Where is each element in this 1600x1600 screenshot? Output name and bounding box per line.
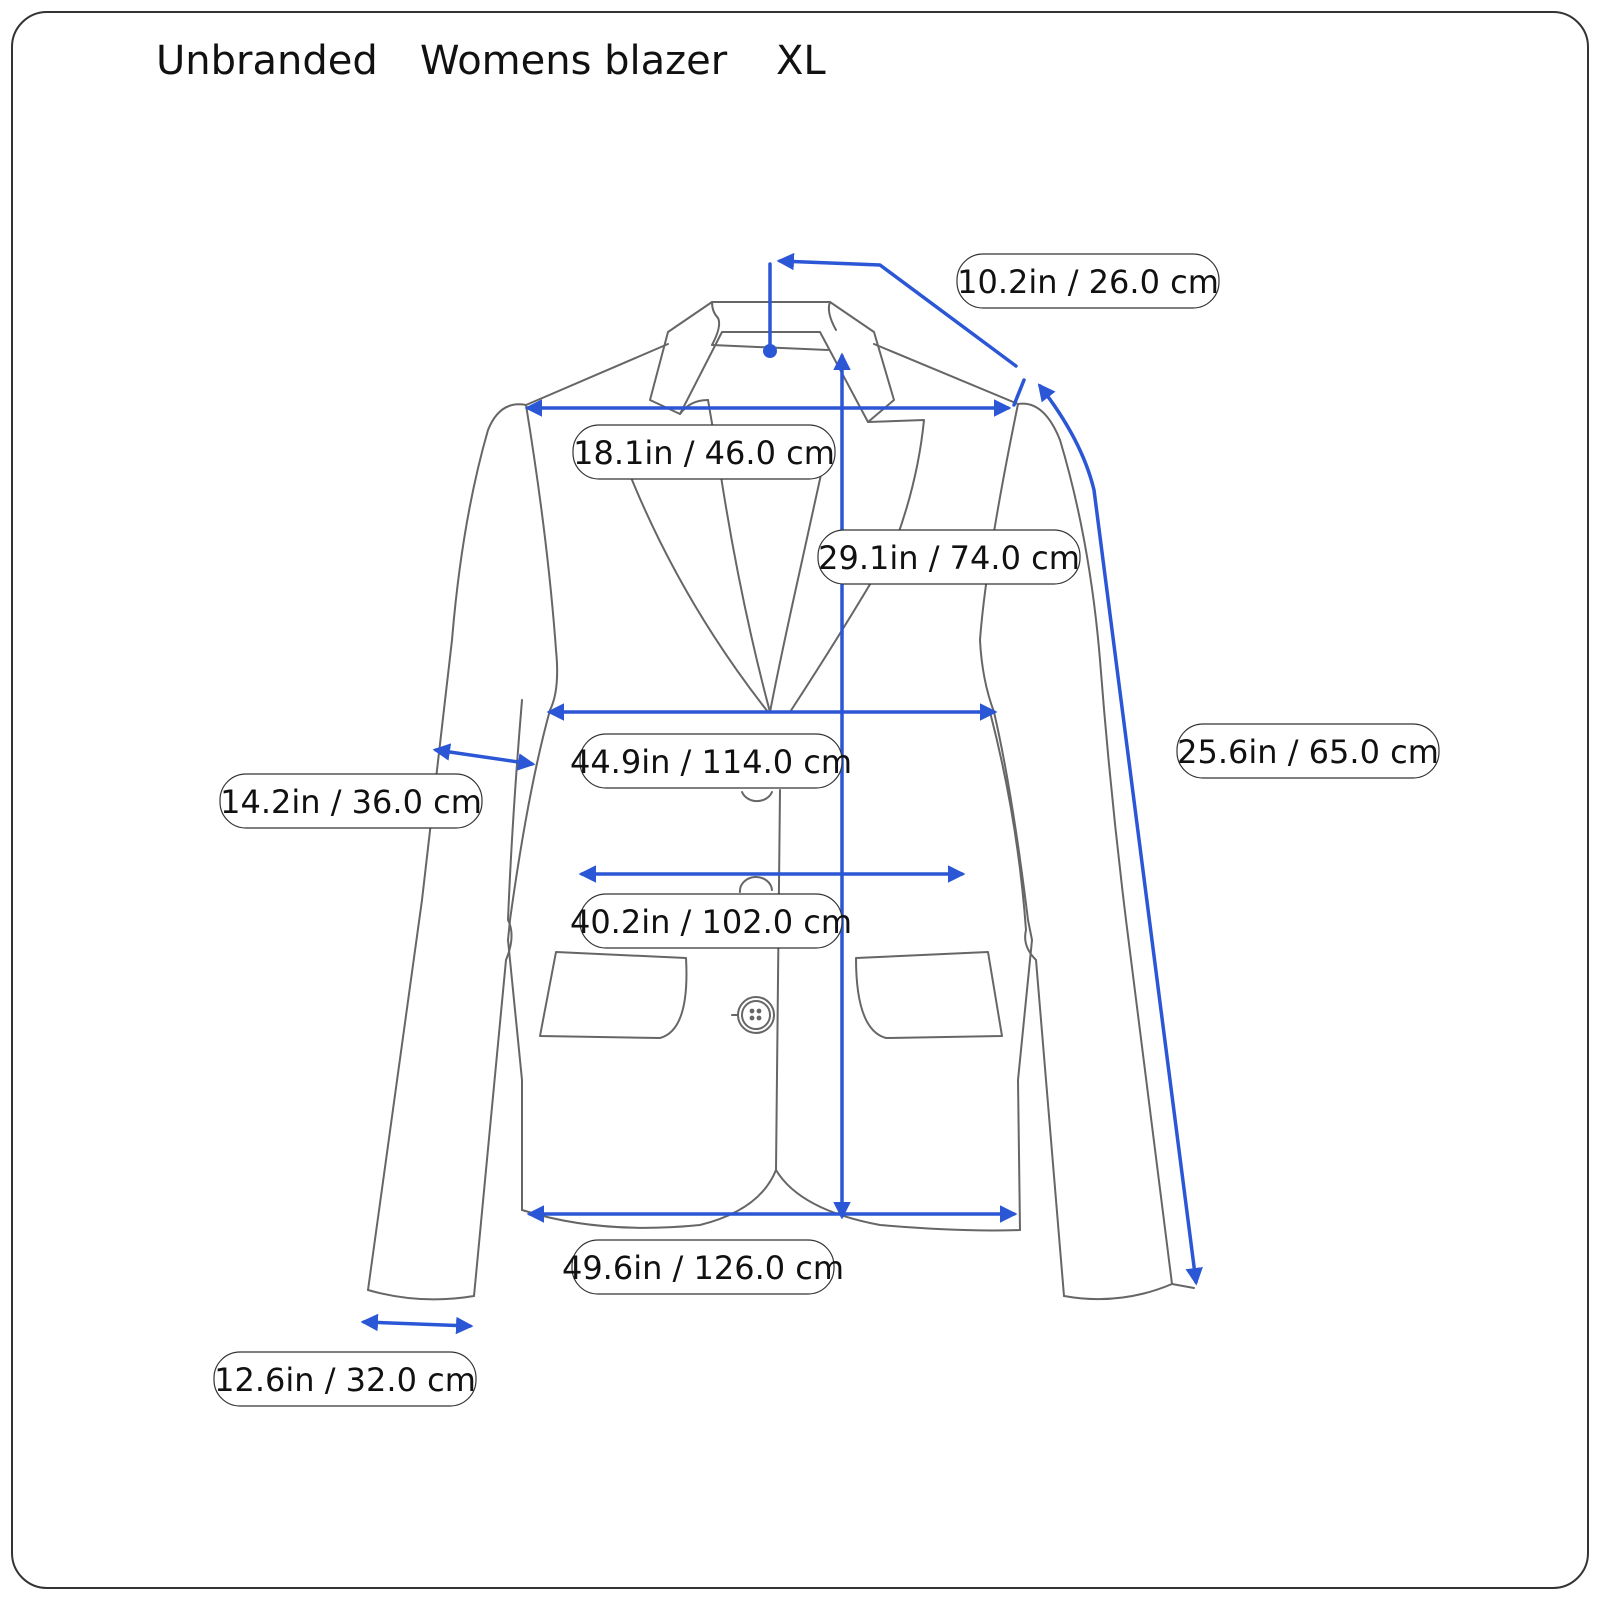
bicep-arrow bbox=[432, 743, 536, 771]
label-collar: 10.2in / 26.0 cm bbox=[956, 253, 1220, 309]
shoulder-tick bbox=[1012, 378, 1026, 407]
label-chest: 44.9in / 114.0 cm bbox=[570, 733, 852, 789]
label-cuff: 12.6in / 32.0 cm bbox=[213, 1351, 477, 1407]
sleeve-arrow bbox=[1037, 383, 1203, 1286]
shoulder-measurement-text: 18.1in / 46.0 cm bbox=[573, 434, 835, 472]
size-label: XL bbox=[776, 38, 826, 84]
label-sleeve: 25.6in / 65.0 cm bbox=[1176, 723, 1440, 779]
collar-arrow bbox=[776, 252, 1018, 368]
collar-measurement-text: 10.2in / 26.0 cm bbox=[957, 263, 1219, 301]
cuff-arrow bbox=[360, 1313, 474, 1335]
label-shoulder: 18.1in / 46.0 cm bbox=[572, 424, 836, 480]
waist-measurement-text: 40.2in / 102.0 cm bbox=[570, 903, 852, 941]
measurement-lines bbox=[360, 252, 1203, 1335]
header: Unbranded Womens blazer XL bbox=[0, 38, 1600, 88]
chest-measurement-text: 44.9in / 114.0 cm bbox=[570, 743, 852, 781]
item-label: Womens blazer bbox=[420, 38, 728, 84]
sleeve-measurement-text: 25.6in / 65.0 cm bbox=[1177, 733, 1439, 771]
frame-border bbox=[11, 11, 1589, 1589]
bicep-measurement-text: 14.2in / 36.0 cm bbox=[220, 783, 482, 821]
label-bicep: 14.2in / 36.0 cm bbox=[219, 773, 483, 829]
label-hem: 49.6in / 126.0 cm bbox=[562, 1239, 844, 1295]
hem-measurement-text: 49.6in / 126.0 cm bbox=[562, 1249, 844, 1287]
collar-anchor-dot bbox=[763, 344, 777, 358]
cuff-measurement-text: 12.6in / 32.0 cm bbox=[214, 1361, 476, 1399]
label-length: 29.1in / 74.0 cm bbox=[817, 529, 1081, 585]
label-waist: 40.2in / 102.0 cm bbox=[570, 893, 852, 949]
length-measurement-text: 29.1in / 74.0 cm bbox=[818, 539, 1080, 577]
brand-label: Unbranded bbox=[156, 38, 378, 84]
